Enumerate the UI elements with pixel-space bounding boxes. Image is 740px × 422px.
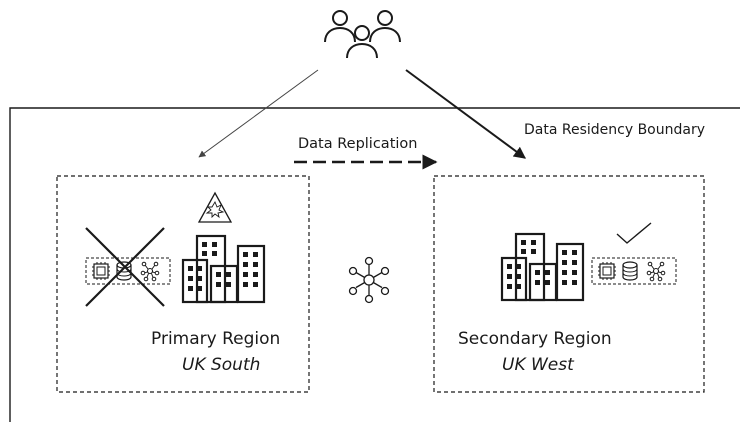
users-to-secondary-arrow [405,69,526,159]
boundary-label: Data Residency Boundary [524,122,705,138]
secondary-region-name: Secondary Region [458,329,612,349]
users-to-primary-arrow [198,69,319,158]
secondary-datacenter-buildings-icon [500,232,585,302]
secondary-region-location: UK West [502,355,575,375]
secondary-region-box [433,175,705,393]
failure-x-cross-icon [85,227,165,307]
primary-region-box [56,175,310,393]
users-group-icon [324,10,401,59]
healthy-checkmark-icon [616,222,652,244]
primary-region-name: Primary Region [151,329,280,349]
secondary-services-strip [591,257,677,285]
primary-region-location: UK South [182,355,260,375]
replication-label: Data Replication [298,136,417,152]
primary-datacenter-buildings-icon [181,234,266,304]
data-residency-boundary [9,107,740,422]
warning-triangle-icon [197,191,233,223]
network-hub-icon [348,256,390,304]
